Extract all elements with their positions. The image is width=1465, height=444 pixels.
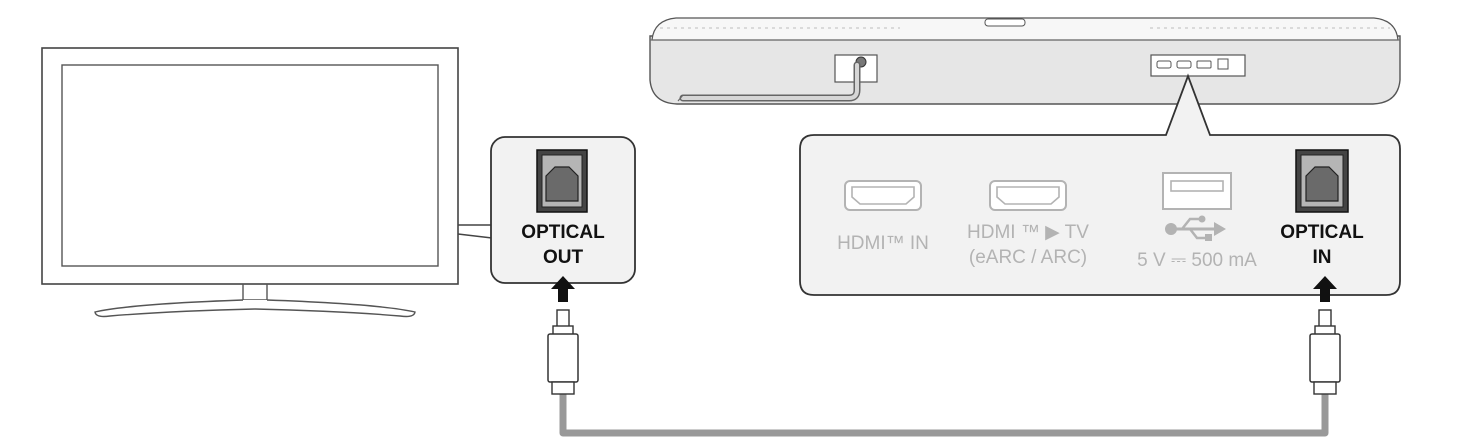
optical-port-icon <box>536 149 588 213</box>
usb-port-icon <box>1162 172 1232 210</box>
optical-plug-icon <box>1309 309 1341 395</box>
optical-out-callout <box>490 136 636 284</box>
hdmi-in-label-line1: HDMI™ IN <box>837 233 929 254</box>
soundbar-icon <box>649 17 1401 105</box>
hdmi-tv-label-line2: (eARC / ARC) <box>968 247 1088 268</box>
hdmi-in-label: HDMI™ IN <box>813 231 953 256</box>
optical-cable <box>559 392 1329 437</box>
hdmi-port-icon <box>989 180 1067 211</box>
optical-in-label-line2: IN <box>1312 247 1332 268</box>
optical-out-label-line1: OPTICAL <box>521 222 605 243</box>
soundbar-port-panel <box>799 73 1401 296</box>
optical-out-label-line2: OUT <box>542 247 584 268</box>
optical-port-icon <box>1295 149 1349 213</box>
arrow-up-icon <box>551 276 575 302</box>
usb-symbol-icon <box>1165 215 1226 241</box>
optical-in-label: OPTICAL IN <box>1262 220 1382 270</box>
hdmi-port-icon <box>844 180 922 211</box>
usb-rating-label: 5 V ⎓ 500 mA <box>1112 248 1282 273</box>
optical-in-label-line1: OPTICAL <box>1280 222 1364 243</box>
arrow-up-icon <box>1313 276 1337 302</box>
usb-rating-text: 5 V ⎓ 500 mA <box>1137 250 1257 271</box>
hdmi-tv-label-line1: HDMI ™ ▶ TV <box>967 222 1089 243</box>
hdmi-tv-label: HDMI ™ ▶ TV (eARC / ARC) <box>948 220 1108 270</box>
optical-out-label: OPTICAL OUT <box>493 220 633 270</box>
television-icon <box>41 47 493 318</box>
optical-plug-icon <box>547 309 579 395</box>
